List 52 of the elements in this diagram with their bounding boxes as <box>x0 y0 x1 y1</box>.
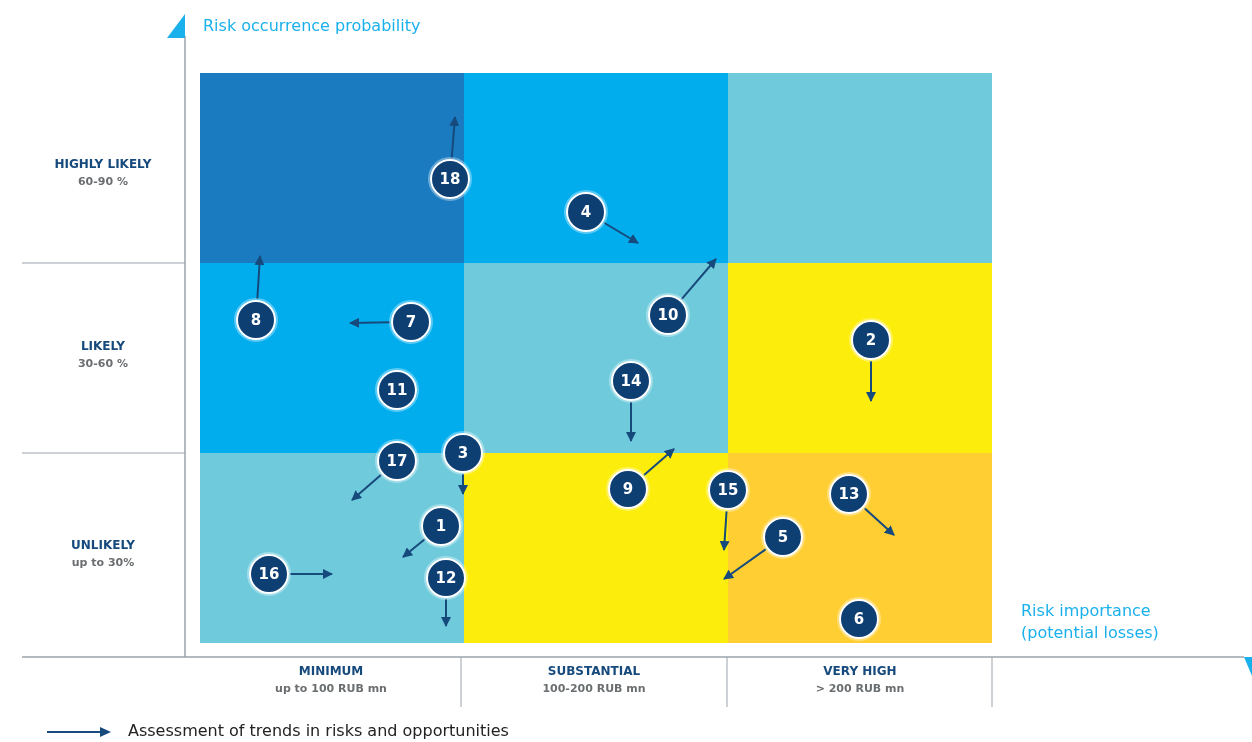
risk-number-marker: 8 <box>236 300 276 340</box>
matrix-cell <box>464 73 728 263</box>
risk-number-marker: 15 <box>708 470 748 510</box>
matrix-cell <box>728 263 992 453</box>
risk-number-marker: 17 <box>377 441 417 481</box>
risk-number-marker: 14 <box>611 361 651 401</box>
risk-number-marker: 2 <box>851 320 891 360</box>
legend-text: Assessment of trends in risks and opportunities <box>128 721 509 740</box>
risk-number-marker: 13 <box>829 474 869 514</box>
risk-number-marker: 16 <box>249 554 289 594</box>
trend-arrow <box>349 317 391 328</box>
trend-arrow <box>863 507 895 536</box>
trend-arrow <box>626 401 636 442</box>
column-label: > 200 RUB mn <box>815 682 905 695</box>
trend-arrow <box>441 598 451 627</box>
row-label: UNLIKELY <box>71 538 135 552</box>
trend-arrow <box>351 473 383 501</box>
trend-arrow <box>449 116 460 160</box>
risk-number-marker: 4 <box>566 192 606 232</box>
trend-arrow <box>866 360 876 402</box>
trend-arrow <box>254 255 265 301</box>
risk-number-marker: 7 <box>391 302 431 342</box>
row-label: HIGHLY LIKELY <box>54 157 152 171</box>
trend-arrow <box>458 473 468 495</box>
row-label: 60-90 % <box>77 175 128 188</box>
trend-arrow <box>723 548 767 580</box>
risk-number-marker: 10 <box>648 295 688 335</box>
row-label: up to 30% <box>71 556 135 569</box>
risk-number-marker: 5 <box>763 517 803 557</box>
column-label: VERY HIGH <box>823 664 897 678</box>
risk-number-marker: 11 <box>377 370 417 410</box>
axis-title: Risk importance (potential losses) <box>1021 600 1160 644</box>
risk-number-marker: 9 <box>608 469 648 509</box>
trend-arrow <box>402 538 426 558</box>
risk-number-marker: 18 <box>430 159 470 199</box>
column-label: MINIMUM <box>298 664 364 678</box>
trend-arrow <box>719 509 730 551</box>
risk-number-marker: 6 <box>839 599 879 639</box>
column-label: 100-200 RUB mn <box>542 682 646 695</box>
axis-title: Risk occurrence probability <box>203 16 421 35</box>
column-label: SUBSTANTIAL <box>547 664 641 678</box>
risk-number-marker: 1 <box>421 506 461 546</box>
risk-number-marker: 3 <box>443 433 483 473</box>
trend-arrow <box>680 258 717 301</box>
matrix-cell <box>728 73 992 263</box>
trend-arrow <box>642 448 675 477</box>
risk-number-marker: 12 <box>426 558 466 598</box>
column-label: up to 100 RUB mn <box>275 682 387 695</box>
trend-arrow <box>603 221 639 244</box>
row-label: 30-60 % <box>77 357 128 370</box>
trend-arrow <box>289 569 333 579</box>
row-label: LIKELY <box>80 339 126 353</box>
